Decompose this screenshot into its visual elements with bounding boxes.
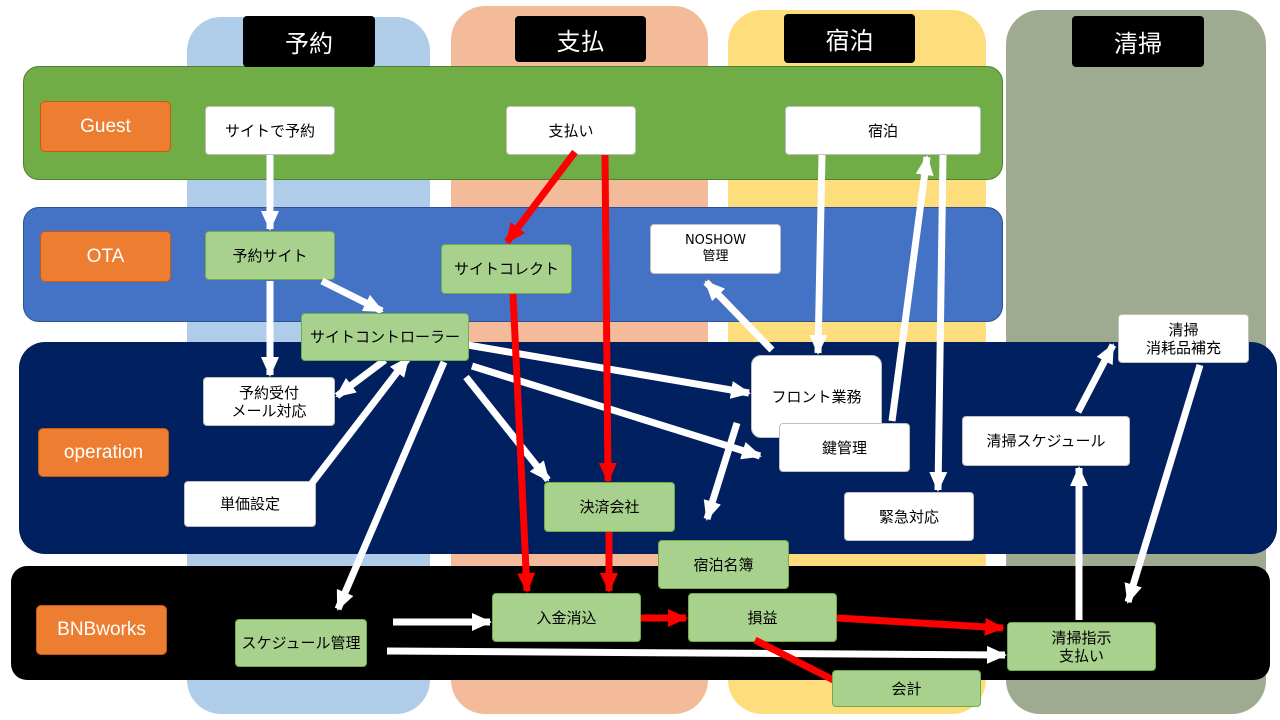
lane-label-guest: Guest [40,101,171,152]
node-guest-register: 宿泊名簿 [658,540,789,589]
node-accounting-label: 会計 [891,679,922,698]
node-payment-company-label: 決済会社 [579,498,640,516]
column-header-cleaning: 清掃 [1072,16,1204,67]
node-payment: 支払い [506,106,636,155]
node-cleaning-schedule-label: 清掃スケジュール [986,432,1106,450]
node-deposit-reconcile-label: 入金消込 [536,608,597,627]
column-header-stay: 宿泊 [784,14,915,63]
node-site-collect: サイトコレクト [441,244,572,294]
node-cleaning-order-line2: 支払い [1058,646,1104,665]
node-emergency-label: 緊急対応 [878,507,939,526]
node-cleaning-supply-line2: 消耗品補充 [1145,338,1221,357]
node-cleaning-order-line1: 清掃指示 [1051,628,1112,647]
node-noshow-line1: NOSHOW [684,233,747,249]
node-profit-loss-label: 損益 [747,608,778,627]
column-header-reservation: 予約 [243,16,375,67]
node-reservation-site: 予約サイト [205,231,335,280]
node-profit-loss: 損益 [688,593,837,642]
node-site-reservation-label: サイトで予約 [224,121,315,140]
lane-label-operation: operation [38,428,169,477]
column-header-payment: 支払 [515,16,646,62]
node-emergency: 緊急対応 [844,492,974,541]
node-cleaning-order: 清掃指示支払い [1007,622,1156,671]
node-deposit-reconcile: 入金消込 [492,593,641,642]
node-reservation-mail-line1: 予約受付 [238,383,299,402]
node-schedule-management: スケジュール管理 [235,619,367,667]
node-reservation-mail: 予約受付メール対応 [203,377,335,426]
node-front-desk-label: フロント業務 [771,387,862,406]
node-stay-label: 宿泊 [867,121,898,140]
node-payment-company: 決済会社 [544,482,675,532]
lane-label-bnbworks: BNBworks [36,605,167,655]
node-cleaning-schedule: 清掃スケジュール [962,416,1130,466]
node-key-management-label: 鍵管理 [821,438,867,457]
node-key-management: 鍵管理 [779,423,910,472]
node-guest-register-label: 宿泊名簿 [693,555,754,574]
node-cleaning-supply-line1: 清掃 [1168,320,1199,339]
node-payment-label: 支払い [548,121,594,140]
node-site-reservation: サイトで予約 [205,106,335,155]
node-reservation-mail-line2: メール対応 [231,401,307,420]
node-cleaning-supply: 清掃消耗品補充 [1118,314,1249,363]
node-site-controller: サイトコントローラー [301,313,469,361]
node-schedule-management-label: スケジュール管理 [241,634,361,652]
node-unit-price-label: 単価設定 [219,495,280,513]
node-noshow-line2: 管理 [702,249,729,264]
lane-label-ota: OTA [40,231,171,282]
node-unit-price: 単価設定 [184,481,316,527]
node-site-controller-label: サイトコントローラー [309,328,460,346]
node-accounting: 会計 [832,670,981,707]
node-stay: 宿泊 [785,106,981,155]
node-site-collect-label: サイトコレクト [453,260,559,278]
node-reservation-site-label: 予約サイト [232,246,308,265]
